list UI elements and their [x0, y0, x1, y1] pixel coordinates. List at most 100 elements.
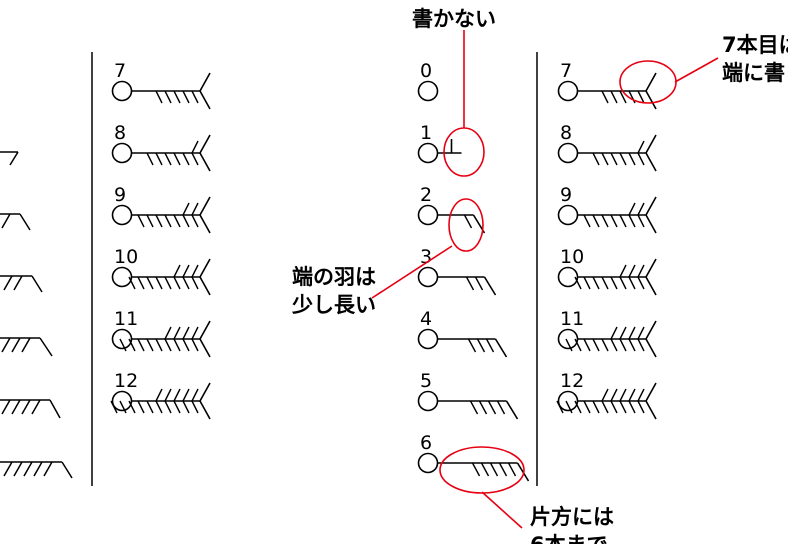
station-circle [111, 142, 133, 164]
barb-end-upper [645, 196, 657, 216]
symbol-label: 11 [114, 308, 138, 330]
barb-lower [601, 400, 609, 414]
barb-lower [583, 400, 591, 414]
symbol-label: 8 [560, 122, 572, 144]
barb-lower [191, 400, 199, 414]
barb-end-lower [199, 338, 211, 358]
barb-end-lower [199, 214, 211, 234]
barb-end-upper [645, 258, 657, 278]
barb-upper [182, 202, 190, 216]
barb-lower [164, 338, 172, 352]
barb-lower [173, 276, 181, 290]
symbol-label: 7 [560, 60, 572, 82]
barb-end-long [516, 462, 530, 482]
barb-lower [173, 400, 181, 414]
barb-lower [155, 400, 163, 414]
symbol-label: 5 [420, 370, 432, 392]
barb-lower [601, 152, 609, 166]
station-circle [417, 266, 439, 288]
barb-lower [137, 400, 145, 414]
barb-upper [637, 388, 645, 402]
symbol-label: 4 [420, 308, 432, 330]
barb-lower [574, 400, 582, 414]
wind-symbol-6: 6 [417, 432, 530, 482]
barb-lower [601, 90, 609, 104]
symbol-label: 9 [114, 184, 126, 206]
barb-lower [155, 152, 163, 166]
barb-lower [592, 152, 600, 166]
barb-lower [601, 276, 609, 290]
barb-lower [478, 400, 488, 415]
partial-symbol-6 [0, 461, 73, 479]
barb-upper [601, 388, 609, 402]
barb-upper [628, 264, 636, 278]
barb-lower [155, 90, 163, 104]
wind-symbol-8: 8 [557, 122, 657, 172]
wind-symbol-2: 2 [417, 184, 486, 234]
barb-lower [583, 276, 591, 290]
barb-lower [628, 276, 636, 290]
barb-lower [191, 338, 199, 352]
barb-upper [628, 326, 636, 340]
barb-lower [628, 338, 636, 352]
barb-lower [637, 90, 645, 104]
barb-end-upper [199, 382, 211, 402]
barb-lower [182, 338, 190, 352]
barb-upper [619, 388, 627, 402]
wind-symbol-11: 11 [111, 308, 211, 358]
wind-symbol-1: 1 [417, 122, 462, 164]
barb-lower [619, 400, 627, 414]
barb-end-long [483, 276, 497, 296]
barb-lower [173, 152, 181, 166]
wind-symbol-12: 12 [110, 370, 211, 420]
symbol-label: 10 [560, 246, 584, 268]
barb-lower [565, 400, 573, 414]
barb-lower [164, 152, 172, 166]
barb-upper [164, 326, 172, 340]
barb-lower [146, 152, 154, 166]
wind-symbol-3: 3 [417, 246, 497, 296]
barb-upper [191, 326, 199, 340]
barb-upper [164, 388, 172, 402]
station-circle [557, 266, 579, 288]
barb-upper [191, 202, 199, 216]
barb-lower [191, 214, 199, 228]
barb-lower [565, 338, 573, 352]
wind-symbol-9: 9 [557, 184, 657, 234]
barb-lower [469, 400, 479, 415]
barb-end-upper [199, 258, 211, 278]
barb-upper [619, 326, 627, 340]
barb-upper [173, 388, 181, 402]
barb-lower [628, 90, 636, 104]
barb-end-upper [645, 382, 657, 402]
partial-symbol-1 [0, 151, 19, 166]
barb-lower [619, 338, 627, 352]
symbol-label: 6 [420, 432, 432, 454]
barb-end-lower [199, 276, 211, 296]
barb-upper [173, 264, 181, 278]
annotation-max-six-line1: 片方には [530, 505, 614, 529]
barb-end-lower [645, 338, 657, 358]
symbol-label: 12 [560, 370, 584, 392]
station-circle [557, 204, 579, 226]
barb-lower [191, 90, 199, 104]
barb-lower [498, 462, 508, 477]
barb-lower [610, 152, 618, 166]
barb-lower [182, 276, 190, 290]
barb-end-upper [645, 320, 657, 340]
barb-lower [637, 214, 645, 228]
barb-lower [592, 214, 600, 228]
barb-end-upper [199, 320, 211, 340]
barb-end-upper [199, 134, 211, 154]
barb-lower [601, 214, 609, 228]
barb-lower [182, 214, 190, 228]
barb-upper [182, 388, 190, 402]
barb-upper [637, 264, 645, 278]
barb-end-lower [199, 152, 211, 172]
barb-lower [182, 152, 190, 166]
highlight-ellipse-one-barb [443, 127, 485, 177]
station-circle [557, 80, 579, 102]
barb-lower [137, 276, 145, 290]
